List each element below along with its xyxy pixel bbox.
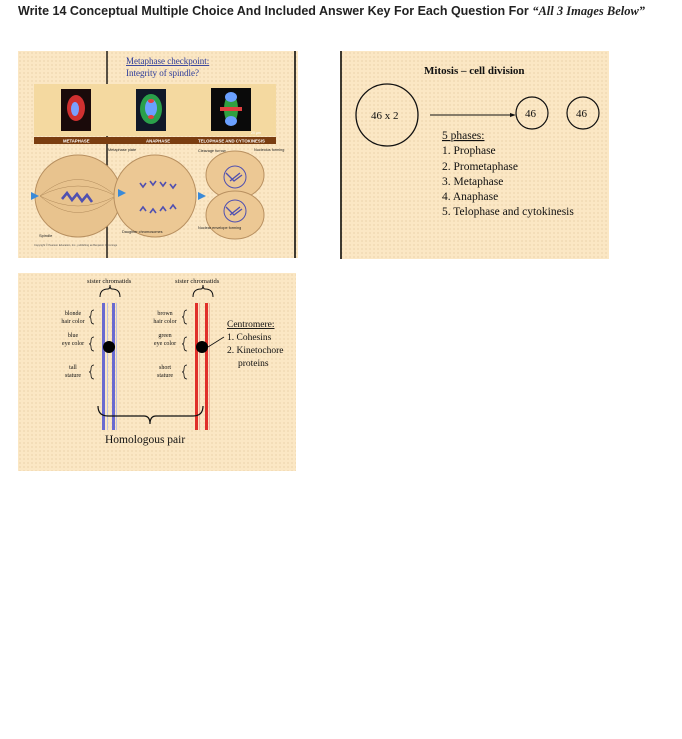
phase-item: 2. Prometaphase: [442, 161, 518, 173]
trait-label: green: [158, 333, 171, 339]
svg-text:Spindle: Spindle: [39, 233, 53, 238]
phases-heading: 5 phases:: [442, 130, 484, 142]
trait-label: eye color: [154, 341, 176, 347]
svg-text:TELOPHASE AND CYTOKINESIS: TELOPHASE AND CYTOKINESIS: [198, 139, 265, 144]
metaphase-cell-drawing: [31, 154, 125, 238]
trait-label: eye color: [62, 341, 84, 347]
sister-chromatids-label-right: sister chromatids: [175, 278, 220, 285]
trait-label: stature: [65, 373, 81, 379]
trait-label: brown: [157, 311, 172, 317]
parent-cell-circle: [355, 83, 419, 147]
svg-text:Daughter chromosomes: Daughter chromosomes: [122, 230, 163, 234]
svg-text:20 μm: 20 μm: [251, 131, 261, 135]
trait-label: tall: [69, 365, 77, 371]
checkpoint-title: Metaphase checkpoint:: [126, 56, 209, 66]
svg-text:Nucleolus forming: Nucleolus forming: [254, 148, 284, 152]
homologous-pair-label: Homologous pair: [105, 434, 185, 446]
question-emphasis: “All 3 Images Below”: [532, 4, 646, 18]
metaphase-checkpoint-image: Metaphase checkpoint: Integrity of spind…: [18, 51, 298, 258]
svg-text:Metaphase plate: Metaphase plate: [108, 148, 136, 152]
svg-text:ANAPHASE: ANAPHASE: [146, 139, 170, 144]
parent-cell-label: 46 x 2: [371, 110, 399, 122]
trait-label: blue: [68, 333, 79, 339]
centromere-title: Centromere:: [227, 320, 274, 330]
svg-text:Nuclear envelope forming: Nuclear envelope forming: [198, 226, 241, 230]
trait-label: short: [159, 365, 171, 371]
phase-item: 4. Anaphase: [442, 191, 498, 203]
telophase-cell-drawing: [198, 150, 265, 240]
trait-label: hair color: [153, 319, 176, 325]
trait-label: stature: [157, 373, 173, 379]
svg-text:Cleavage furrow: Cleavage furrow: [198, 149, 226, 153]
svg-text:Copyright © Pearson Education,: Copyright © Pearson Education, Inc., pub…: [34, 243, 118, 247]
right-chromosome: [195, 303, 210, 430]
svg-text:1. Cohesins: 1. Cohesins: [227, 333, 272, 343]
sister-chromatids-label-left: sister chromatids: [87, 278, 132, 285]
daughter-cell-1: [515, 96, 549, 130]
daughter-cell-2: [566, 96, 600, 130]
svg-text:46: 46: [525, 108, 537, 120]
homologous-pair-slide: sister chromatids sister chromatids blon…: [18, 273, 296, 471]
mitosis-title: Mitosis – cell division: [424, 65, 525, 77]
centromere-dot: [196, 341, 208, 353]
trait-label: blonde: [65, 311, 82, 317]
phase-item: 1. Prophase: [442, 145, 496, 157]
mitosis-slide: Mitosis – cell division 46 x 2 46 46 5 p…: [340, 51, 609, 259]
svg-text:METAPHASE: METAPHASE: [63, 139, 90, 144]
svg-text:2. Kinetochore: 2. Kinetochore: [227, 346, 283, 356]
svg-text:46: 46: [576, 108, 588, 120]
centromere-pointer: [207, 336, 225, 348]
phase-label-bar: [34, 137, 276, 144]
trait-label: hair color: [61, 319, 84, 325]
svg-text:proteins: proteins: [238, 359, 269, 369]
question-prompt: Write 14 Conceptual Multiple Choice And …: [18, 3, 658, 19]
left-chromosome: [102, 303, 117, 430]
anaphase-cell-drawing: [113, 154, 197, 238]
homologous-brace: [97, 405, 204, 425]
phase-item: 3. Metaphase: [442, 176, 503, 188]
checkpoint-subtitle: Integrity of spindle?: [126, 68, 199, 78]
phase-item: 5. Telophase and cytokinesis: [442, 206, 574, 218]
centromere-dot: [103, 341, 115, 353]
question-text: Write 14 Conceptual Multiple Choice And …: [18, 4, 533, 18]
